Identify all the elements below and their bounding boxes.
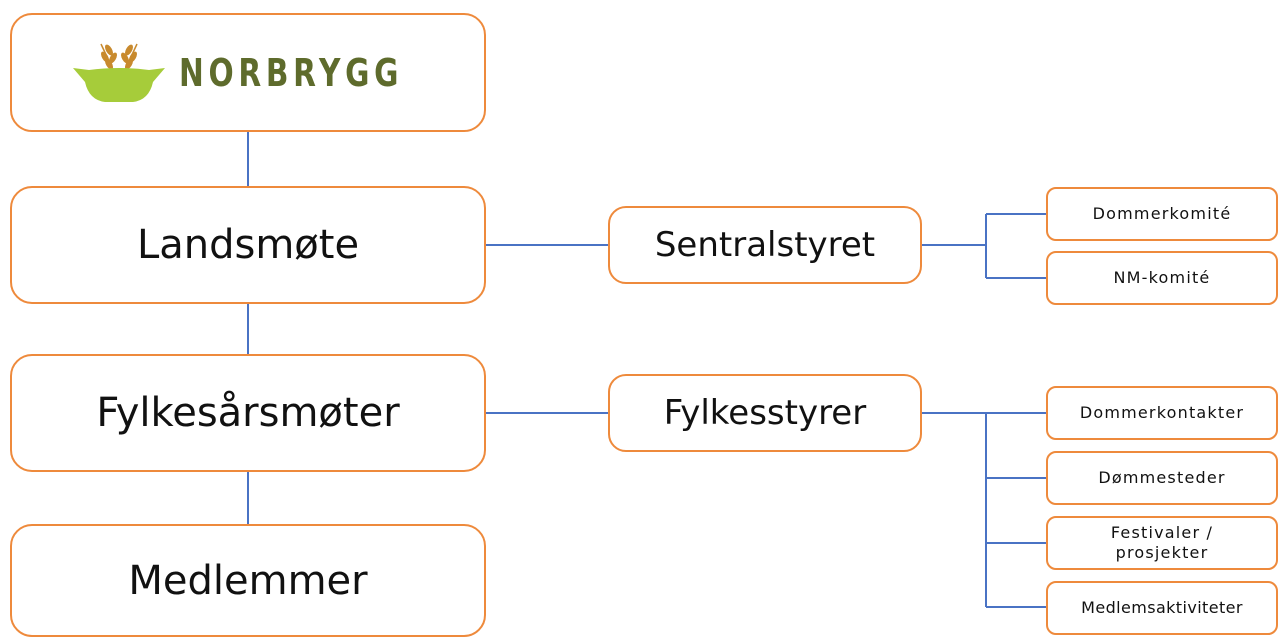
- dommesteder-box: Dømmesteder: [1046, 451, 1278, 505]
- nm-komite-box: NM-komité: [1046, 251, 1278, 305]
- landsmote-label: Landsmøte: [136, 222, 360, 268]
- festivaler-prosjekter-box: Festivaler / prosjekter: [1046, 516, 1278, 570]
- logo-wordmark: NORBRYGG: [179, 50, 404, 95]
- norbrygg-logo-icon: [73, 43, 166, 102]
- medlemsaktiviteter-label: Medlemsaktiviteter: [1081, 598, 1243, 617]
- fylkesarsmoter-box: Fylkesårsmøter: [10, 354, 486, 472]
- festivaler-prosjekter-label: Festivaler / prosjekter: [1110, 523, 1214, 562]
- sentralstyret-box: Sentralstyret: [608, 206, 922, 284]
- fylkesstyrer-box: Fylkesstyrer: [608, 374, 922, 452]
- logo-box: NORBRYGG: [10, 13, 486, 132]
- medlemsaktiviteter-box: Medlemsaktiviteter: [1046, 581, 1278, 635]
- dommesteder-label: Dømmesteder: [1098, 468, 1226, 487]
- dommerkontakter-label: Dommerkontakter: [1079, 403, 1245, 422]
- medlemmer-label: Medlemmer: [128, 557, 368, 604]
- medlemmer-box: Medlemmer: [10, 524, 486, 637]
- sentralstyret-label: Sentralstyret: [654, 225, 876, 265]
- fylkesstyrer-label: Fylkesstyrer: [663, 393, 867, 433]
- nm-komite-label: NM-komité: [1113, 268, 1211, 287]
- landsmote-box: Landsmøte: [10, 186, 486, 304]
- dommerkomite-box: Dommerkomité: [1046, 187, 1278, 241]
- dommerkontakter-box: Dommerkontakter: [1046, 386, 1278, 440]
- fylkesarsmoter-label: Fylkesårsmøter: [96, 390, 400, 436]
- dommerkomite-label: Dommerkomité: [1092, 204, 1232, 223]
